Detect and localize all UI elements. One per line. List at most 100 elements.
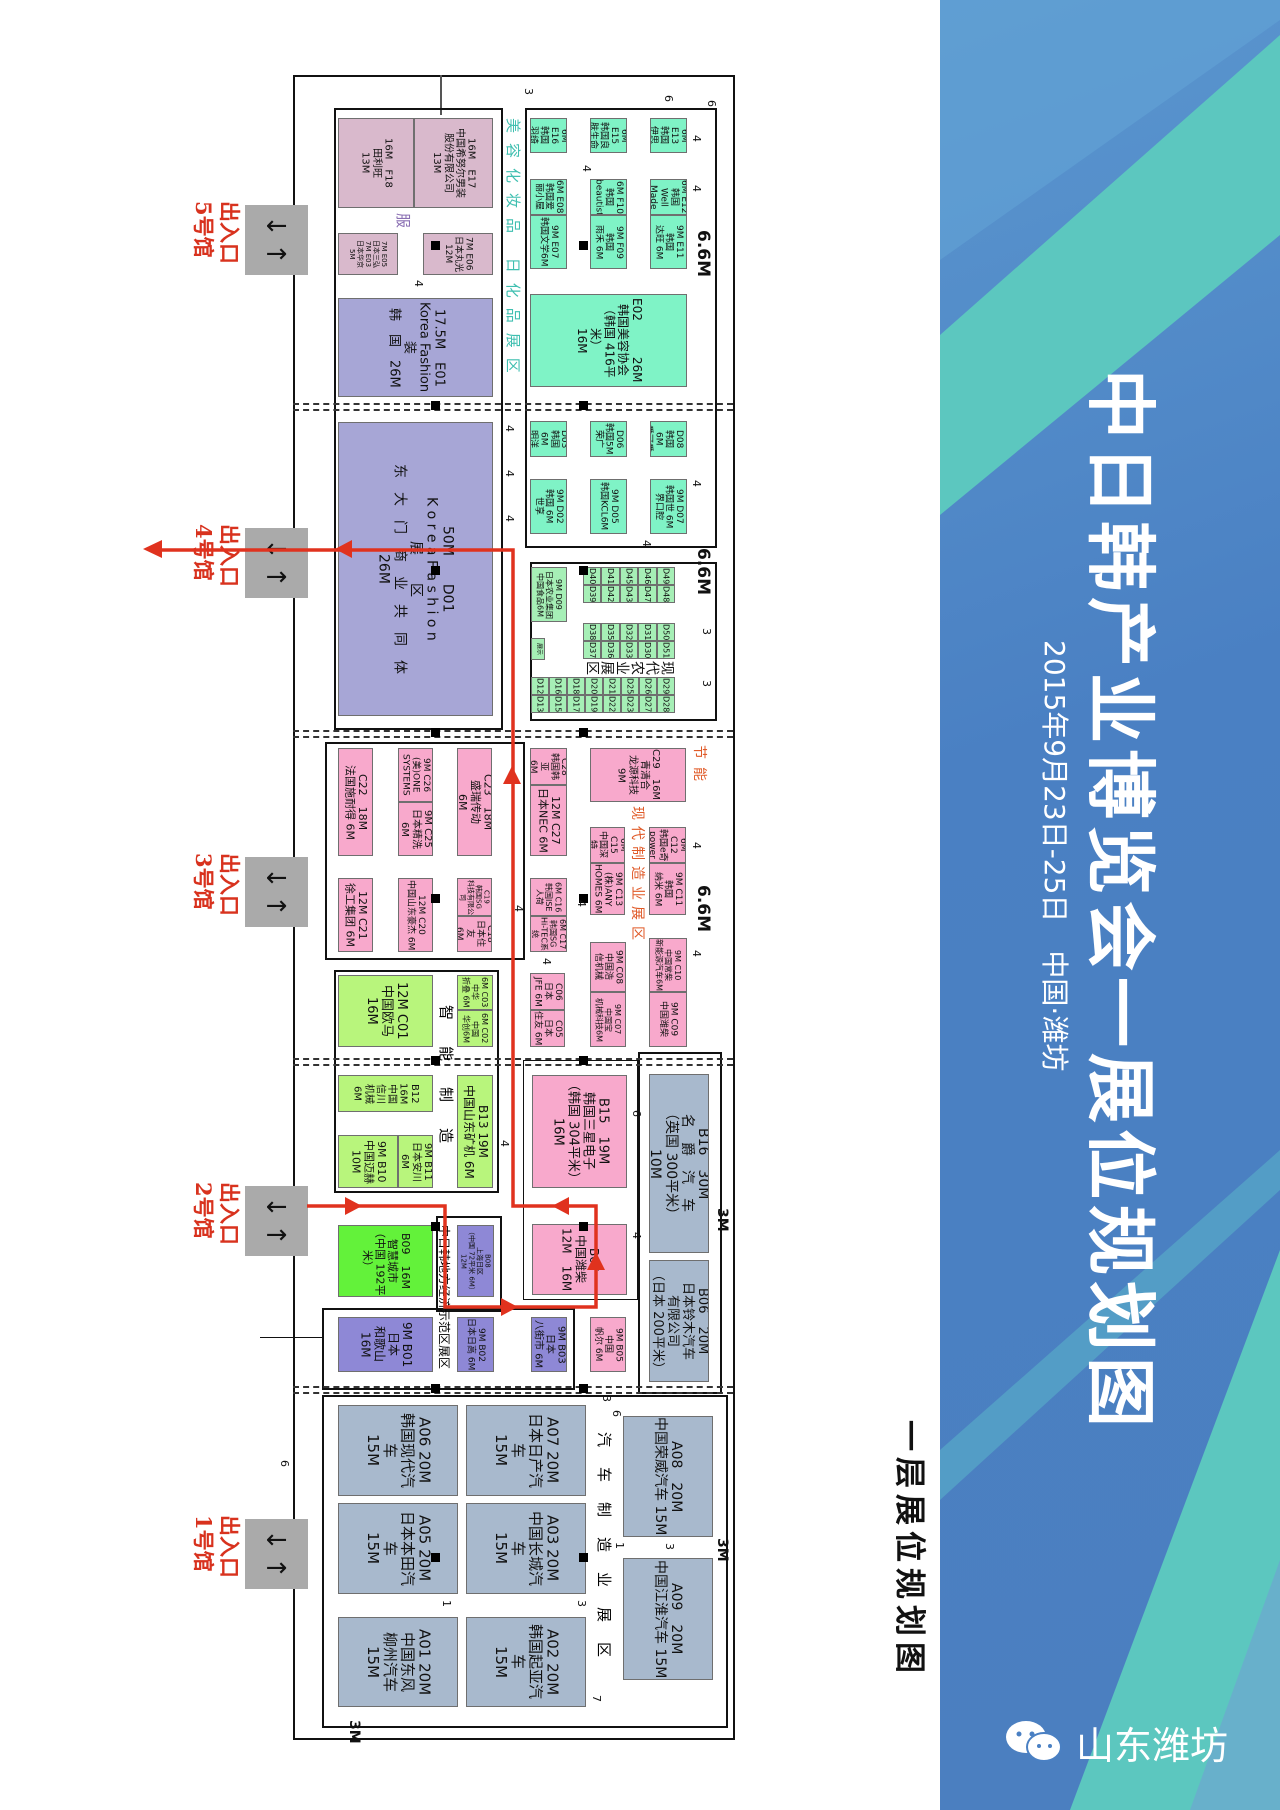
- booth-c09[interactable]: 9M C09 中国潍柴: [649, 992, 687, 1047]
- booth-b05[interactable]: 9M B05 中国 帆尔 6M: [590, 1317, 626, 1372]
- booth-e05[interactable]: 7M E05 日本三弘 7M E03 日本华京 5M: [338, 233, 398, 275]
- booth-b12[interactable]: B12 16M 中国 信川 机械 6M: [338, 1075, 433, 1112]
- booth-c15[interactable]: 6M C15 中国深特: [590, 827, 625, 863]
- booth-d17[interactable]: D17: [567, 695, 585, 713]
- booth-b06[interactable]: B06 20M 日本铃木汽车 有限公司 （日本 200平米）: [649, 1260, 709, 1382]
- entrance-hall-3[interactable]: ←→: [245, 857, 308, 927]
- booth-c19[interactable]: C19 韩国SG 科技有限公司: [457, 878, 492, 916]
- booth-e12[interactable]: 6M E12 韩国Well Made: [650, 179, 687, 215]
- booth-d02[interactable]: 9M D02 韩国 6M 世享: [530, 479, 567, 534]
- booth-d05[interactable]: 9M D05 韩国KCL6M: [590, 479, 627, 534]
- entrance-hall-5[interactable]: ←→: [245, 205, 308, 275]
- booth-c20[interactable]: 12M C20 中国山东豪杰 6M: [398, 878, 433, 952]
- booth-d45[interactable]: D45: [619, 567, 639, 585]
- booth-b15[interactable]: B15 19M 韩国三星电子 （韩国 304平米） 16M: [532, 1075, 627, 1188]
- booth-d28[interactable]: D28: [657, 695, 675, 713]
- booth-e08[interactable]: 6M E08 韩国爱 丽小屋: [530, 179, 567, 215]
- booth-d06[interactable]: D06 韩国5M 荣广: [590, 421, 627, 457]
- booth-e16[interactable]: 6M E16 韩国 羽绮: [530, 118, 567, 153]
- entrance-hall-2[interactable]: ←→: [245, 1186, 308, 1256]
- booth-c08[interactable]: 9M C08 中国浩 信机械: [590, 942, 626, 992]
- booth-d08[interactable]: 6M D08 韩国 6M 爱可爱: [650, 421, 687, 457]
- booth-c02[interactable]: 6M C02 中国 华创6M: [457, 1010, 493, 1047]
- booth-c25[interactable]: 9M C25 日本精洗 6M: [398, 802, 433, 856]
- booth-c18[interactable]: C18 日本住友 6M: [457, 916, 492, 952]
- booth-d37[interactable]: D37: [583, 641, 602, 659]
- booth-b09[interactable]: B09 16M 智慧城市 （中国 192平米）: [338, 1225, 433, 1297]
- booth-d36[interactable]: D36: [601, 641, 620, 659]
- booth-c27[interactable]: 12M C27 日本NEC 6M: [530, 785, 567, 856]
- booth-d32[interactable]: D32: [619, 623, 639, 641]
- booth-d50[interactable]: D50: [656, 623, 675, 641]
- booth-d47[interactable]: D47: [638, 585, 657, 603]
- booth-d39[interactable]: D39: [583, 585, 602, 603]
- booth-c26[interactable]: 9M C26 (美)ONE SYSTEMS: [398, 748, 433, 802]
- booth-a07[interactable]: A07 20M 日本日产汽车 15M: [466, 1405, 586, 1496]
- booth-b11[interactable]: 9M B11 日本安川 6M: [398, 1135, 433, 1188]
- entrance-hall-1[interactable]: ←→: [245, 1519, 308, 1589]
- booth-e17[interactable]: 16M E17 中国希努尔男装 股份有限公司 13M: [414, 118, 493, 208]
- booth-e13[interactable]: 6M E13 韩国 伊思: [650, 118, 687, 153]
- booth-b10[interactable]: 9M B10 中国迈赫 10M: [338, 1135, 398, 1188]
- booth-d01[interactable]: 50M D01 K o r e a F a s h i o n 展 区 东 大 …: [338, 422, 493, 716]
- booth-d21[interactable]: D21: [603, 677, 621, 695]
- booth-c12[interactable]: 6M C12 韩国e奇 power: [649, 827, 686, 863]
- booth-d27[interactable]: D27: [639, 695, 657, 713]
- booth-d23[interactable]: D23: [621, 695, 639, 713]
- booth-d16[interactable]: D16: [549, 677, 567, 695]
- booth-c11[interactable]: 9M C11 韩国 纳米 6M: [649, 863, 686, 915]
- booth-c07[interactable]: 9M C07 中国宝 机械科技6M: [590, 992, 626, 1047]
- booth-d26[interactable]: D26: [639, 677, 657, 695]
- booth-b02[interactable]: 9M B02 日本日高 6M: [457, 1317, 494, 1372]
- booth-f18[interactable]: 16M F18 田利旺 13M: [338, 118, 414, 208]
- booth-c17[interactable]: 6M C17 韩国SG Hi-TEC系统: [530, 916, 567, 952]
- booth-e15[interactable]: 6M E15 韩国良 肤生命: [590, 118, 627, 153]
- booth-d48[interactable]: D48: [656, 585, 675, 603]
- booth-d43[interactable]: D43: [619, 585, 639, 603]
- booth-d49[interactable]: D49: [656, 567, 675, 585]
- booth-a08[interactable]: A08 20M 中国荣威汽车 15M: [623, 1416, 713, 1537]
- booth-c03[interactable]: 6M C03 中华 折叠 6M: [457, 975, 493, 1010]
- booth-d22[interactable]: D22: [603, 695, 621, 713]
- booth-e11[interactable]: 9M E11 韩国 达旺 6M: [650, 215, 687, 269]
- booth-b01[interactable]: 9M B01 日本 和歌山 16M: [338, 1317, 433, 1372]
- booth-c22[interactable]: C22 18M 法国施耐得 6M: [338, 748, 373, 856]
- booth-d07[interactable]: 9M D07 韩国世 6M 界口腔: [650, 479, 687, 534]
- booth-c28[interactable]: C28 韩国韩亚 6M: [530, 748, 567, 785]
- booth-c29[interactable]: C29 16M 青清合 龙源科技 9M: [590, 748, 686, 802]
- booth-a05[interactable]: A05 20M 日本本田汽车 15M: [338, 1503, 458, 1594]
- booth-d42[interactable]: D42: [601, 585, 620, 603]
- booth-e01[interactable]: 17.5M E01 Korea Fashion 装 韩 国 26M: [338, 298, 493, 397]
- booth-c05[interactable]: C05 日本 住友 6M: [530, 1010, 565, 1047]
- booth-b13[interactable]: B13 19M 中国山东矿机 6M: [457, 1075, 493, 1188]
- booth-d15[interactable]: D15: [549, 695, 567, 713]
- booth-c21[interactable]: 12M C21 徐工集团 6M: [338, 878, 373, 952]
- booth-a09[interactable]: A09 20M 中国江淮汽车 15M: [623, 1558, 713, 1680]
- booth-d33[interactable]: D33: [619, 641, 639, 659]
- booth-d35[interactable]: D35: [601, 623, 620, 641]
- booth-d31[interactable]: D31: [638, 623, 657, 641]
- booth-f10[interactable]: 6M F10 韩国 beautist: [590, 179, 627, 215]
- booth-d19[interactable]: D19: [585, 695, 603, 713]
- booth-e06[interactable]: 7M E06 日本丸光 12M: [423, 233, 493, 275]
- booth-d29[interactable]: D29: [657, 677, 675, 695]
- booth-a03[interactable]: A03 20M 中国长城汽车 15M: [466, 1503, 586, 1594]
- booth-c16[interactable]: 6M C16 韩国ISE 人荷: [530, 878, 567, 916]
- booth-d09[interactable]: 9M D09 日本农业集团 中国食品6M: [531, 567, 567, 622]
- booth-c01[interactable]: 12M C01 中国欧马 16M: [338, 975, 433, 1047]
- booth-d57[interactable]: 展示: [531, 638, 545, 660]
- booth-d12[interactable]: D12: [531, 677, 549, 695]
- booth-e07[interactable]: 9M E07 韩国文学6M: [530, 215, 567, 269]
- booth-d38[interactable]: D38: [583, 623, 602, 641]
- booth-a01[interactable]: A01 20M 中国东风 柳州汽车 15M: [338, 1617, 458, 1707]
- booth-e02[interactable]: E02 26M 韩国美容协会 （韩国 416平米） 16M: [530, 294, 687, 387]
- booth-b16[interactable]: B16 30M 名 爵 汽 车 （英国 300平米） 10M: [649, 1074, 709, 1253]
- booth-c23[interactable]: C23 18M 盛瑞传动 6M: [457, 748, 492, 856]
- booth-d25[interactable]: D25: [621, 677, 639, 695]
- booth-d20[interactable]: D20: [585, 677, 603, 695]
- booth-d46[interactable]: D46: [638, 567, 657, 585]
- booth-b08[interactable]: B08 上海日区 （中国 72平米 6M） 12M: [457, 1225, 494, 1297]
- booth-d03[interactable]: D03 韩国 6M 明洋: [530, 421, 567, 457]
- booth-b03[interactable]: 9M B03 日本 八街市 6M: [531, 1317, 567, 1372]
- booth-d51[interactable]: D51: [656, 641, 675, 659]
